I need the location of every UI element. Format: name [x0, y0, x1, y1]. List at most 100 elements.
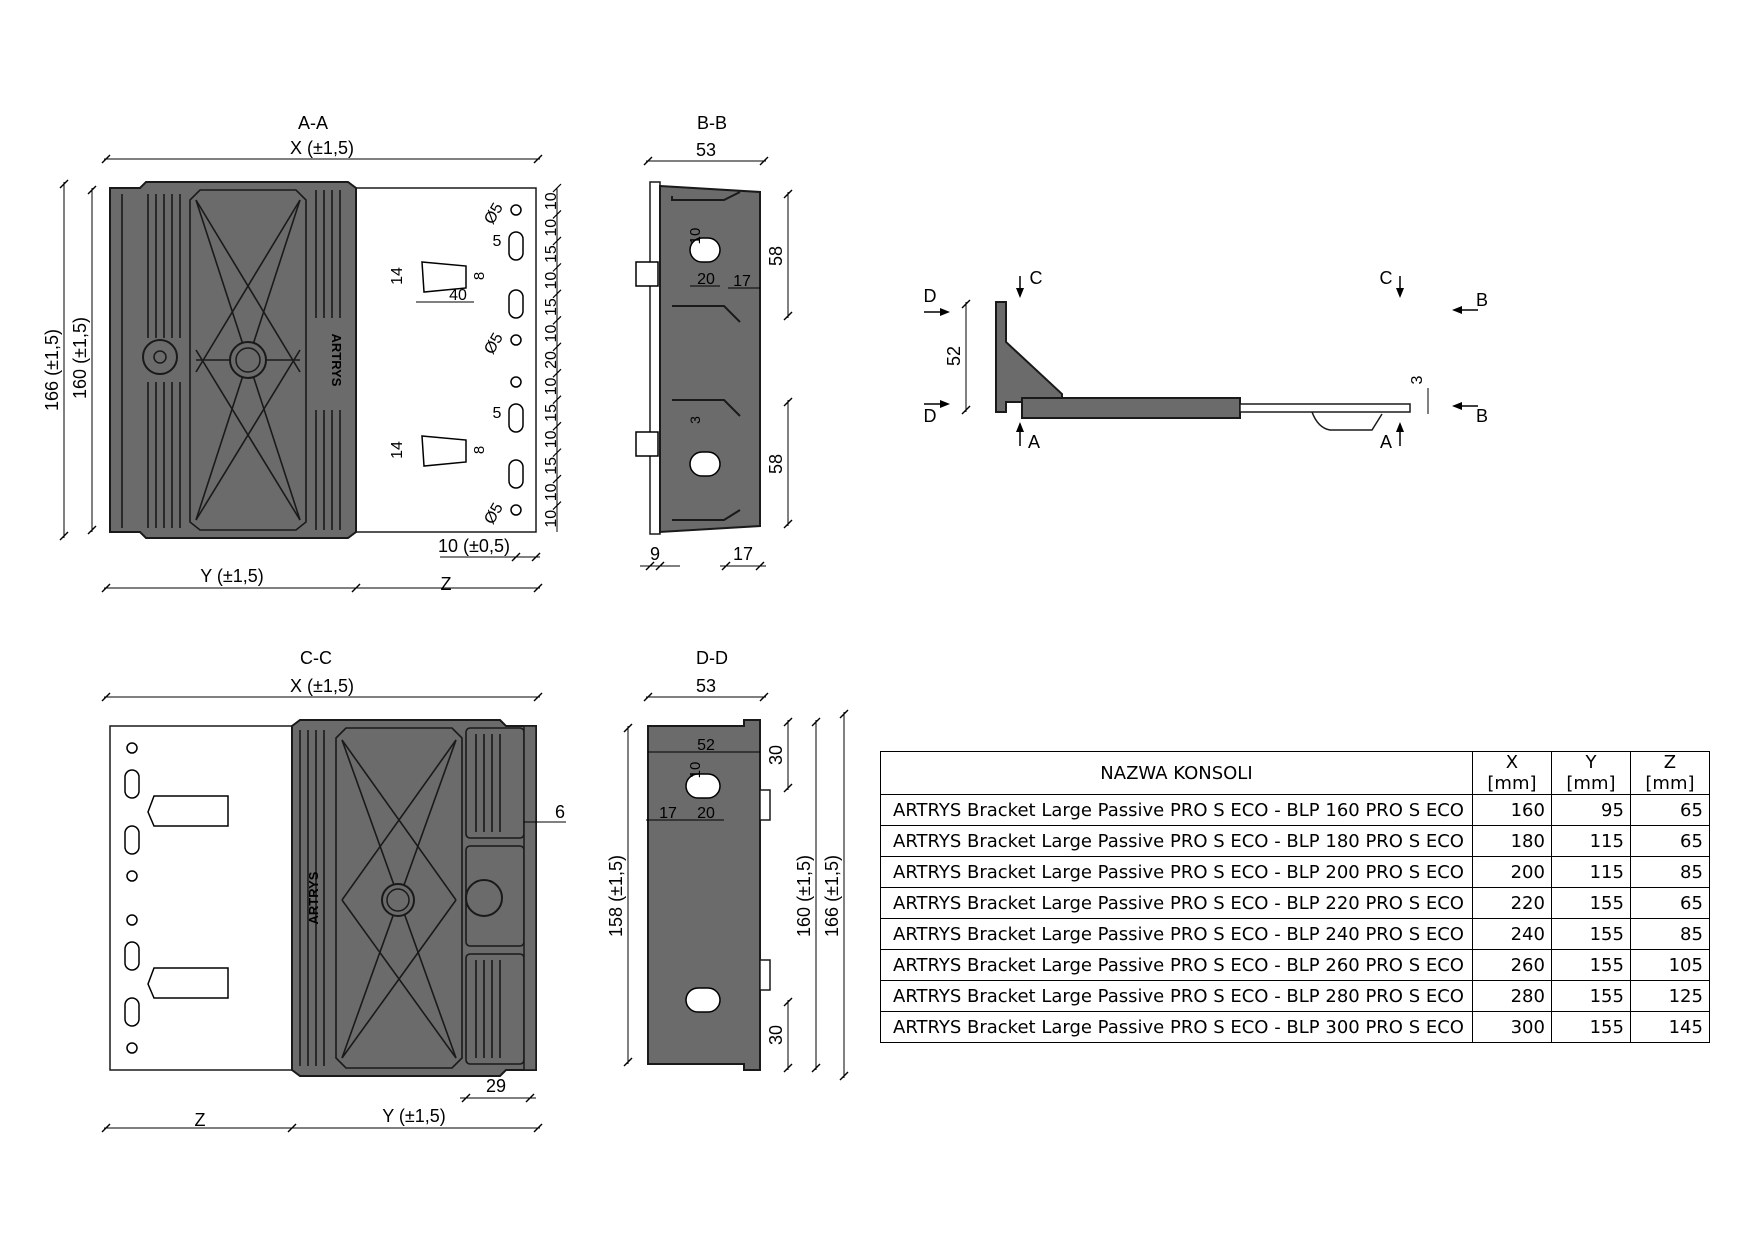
table-row: ARTRYS Bracket Large Passive PRO S ECO -… [880, 856, 1710, 888]
cell-y: 95 [1550, 794, 1631, 826]
section-cc-title: C-C [300, 648, 332, 668]
dd-body-profile [647, 719, 761, 1071]
aa-chain-dim-2: 15 [543, 245, 560, 263]
bb-dim-20: 20 [697, 271, 715, 288]
header-name: NAZWA KONSOLI [880, 751, 1473, 795]
aa-slot [508, 231, 524, 261]
aa-wedge-anchor-bottom [421, 435, 467, 467]
cc-x-dimension: X (±1,5) [290, 676, 354, 696]
cell-y: 115 [1550, 856, 1631, 888]
cc-wedge-anchor-bottom [147, 967, 229, 999]
table-row: ARTRYS Bracket Large Passive PRO S ECO -… [880, 1011, 1710, 1043]
cc-z-dimension: Z [195, 1110, 206, 1130]
cell-y: 155 [1550, 949, 1631, 981]
cell-x: 200 [1471, 856, 1552, 888]
aa-height-160: 160 (±1,5) [70, 317, 90, 399]
aa-chain-dim-6: 20 [543, 351, 560, 369]
bb-body-profile [659, 184, 761, 534]
section-dd-view: D-D 53 52 10 17 20 30 30 158 (±1,5) 160 … [606, 648, 849, 1081]
side-label-b-bottom: B [1476, 406, 1488, 426]
cell-z: 85 [1629, 856, 1710, 888]
dd-height-158: 158 (±1,5) [606, 855, 626, 937]
dd-slot-top [685, 773, 721, 799]
cell-name: ARTRYS Bracket Large Passive PRO S ECO -… [880, 980, 1473, 1012]
aa-edge-distance-10: 10 (±0,5) [438, 536, 510, 556]
dd-width-53: 53 [696, 676, 716, 696]
bb-slot-bottom [689, 451, 721, 477]
side-label-a-right: A [1380, 432, 1392, 452]
header-y: Y [mm] [1550, 751, 1631, 795]
section-aa-title: A-A [298, 113, 328, 133]
cell-z: 65 [1629, 825, 1710, 857]
aa-chain-dim-9: 10 [543, 430, 560, 448]
aa-chain-dim-7: 10 [543, 377, 560, 395]
aa-wedge-height-bottom: 14 [389, 441, 406, 459]
aa-chain-dim-4: 15 [543, 298, 560, 316]
table-row: ARTRYS Bracket Large Passive PRO S ECO -… [880, 887, 1710, 919]
side-height-52: 52 [944, 346, 964, 366]
aa-chain-dim-3: 10 [543, 272, 560, 290]
header-z: Z [mm] [1629, 751, 1710, 795]
cell-y: 155 [1550, 918, 1631, 950]
side-label-c-right: C [1380, 268, 1393, 288]
side-view: 52 3 C C D D B B A A [924, 268, 1489, 452]
aa-screw-hole-left [142, 339, 178, 375]
cc-dim-29: 29 [486, 1076, 506, 1096]
side-thickness-3: 3 [1409, 375, 1426, 384]
cell-z: 105 [1629, 949, 1710, 981]
aa-chain-dim-12: 10 [543, 510, 560, 528]
cell-name: ARTRYS Bracket Large Passive PRO S ECO -… [880, 918, 1473, 950]
bb-height-58-top: 58 [766, 246, 786, 266]
aa-chain-dim-5: 10 [543, 325, 560, 343]
aa-chain-dim-1: 10 [543, 219, 560, 237]
side-label-b-top: B [1476, 290, 1488, 310]
cell-name: ARTRYS Bracket Large Passive PRO S ECO -… [880, 794, 1473, 826]
bb-slot-top [689, 237, 721, 263]
cc-screw-hole-right [465, 879, 503, 917]
dd-dim-17: 17 [659, 805, 677, 822]
aa-chain-dim-8: 15 [543, 404, 560, 422]
bracket-spec-table: NAZWA KONSOLI X [mm] Y [mm] Z [mm] ARTRY… [880, 751, 1710, 1043]
aa-slot-width-top: 5 [493, 233, 502, 250]
cc-wedge-anchor-top [147, 795, 229, 827]
side-label-c-left: C [1030, 268, 1043, 288]
bb-plate-edge [649, 181, 661, 535]
bb-dim-17: 17 [733, 273, 751, 290]
table-header-row: NAZWA KONSOLI X [mm] Y [mm] Z [mm] [880, 751, 1710, 795]
dd-width-52: 52 [697, 737, 715, 754]
aa-x-dimension: X (±1,5) [290, 138, 354, 158]
dd-height-160: 160 (±1,5) [794, 855, 814, 937]
bracket-spec-table-container: NAZWA KONSOLI X [mm] Y [mm] Z [mm] ARTRY… [880, 751, 1710, 1043]
bb-dim-3: 3 [687, 416, 703, 424]
cc-y-dimension: Y (±1,5) [382, 1106, 446, 1126]
section-dd-title: D-D [696, 648, 728, 668]
aa-wedge-8-top: 8 [471, 272, 488, 280]
cell-name: ARTRYS Bracket Large Passive PRO S ECO -… [880, 825, 1473, 857]
dd-slot-bottom [685, 987, 721, 1013]
cell-x: 300 [1471, 1011, 1552, 1043]
side-label-d-top: D [924, 286, 937, 306]
cc-dim-6: 6 [555, 802, 565, 822]
section-aa-view: A-A X (±1,5) ARTRYS [42, 113, 562, 594]
cell-z: 125 [1629, 980, 1710, 1012]
aa-wedge-anchor-top [421, 261, 467, 293]
bb-dim-10: 10 [687, 228, 704, 245]
dd-dim-10: 10 [687, 762, 704, 779]
header-x: X [mm] [1471, 751, 1552, 795]
table-row: ARTRYS Bracket Large Passive PRO S ECO -… [880, 980, 1710, 1012]
bb-bottom-17: 17 [733, 544, 753, 564]
cell-x: 240 [1471, 918, 1552, 950]
aa-slot-width-bottom: 5 [493, 405, 502, 422]
dd-height-166: 166 (±1,5) [822, 855, 842, 937]
aa-chain-dim-0: 10 [543, 192, 560, 210]
aa-wedge-length-40: 40 [449, 287, 467, 304]
aa-artrys-logo: ARTRYS [329, 334, 344, 387]
side-label-d-bottom: D [924, 406, 937, 426]
cell-y: 155 [1550, 980, 1631, 1012]
side-label-a-left: A [1028, 432, 1040, 452]
side-bracket-profile [995, 301, 1063, 413]
aa-height-166: 166 (±1,5) [42, 329, 62, 411]
cell-x: 280 [1471, 980, 1552, 1012]
aa-y-dimension: Y (±1,5) [200, 566, 264, 586]
